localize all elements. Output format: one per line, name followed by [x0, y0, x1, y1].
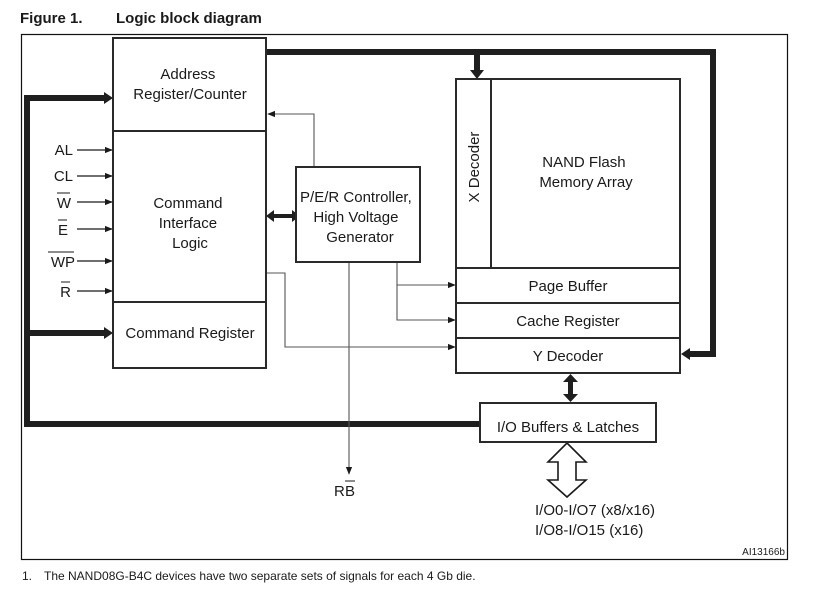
io-buffers-label: I/O Buffers & Latches: [497, 419, 639, 436]
cil-per-bidirectional-arrow: [266, 210, 300, 222]
io-buffers-block: [479, 402, 657, 443]
input-signal-arrows: [77, 146, 113, 295]
wire-per-to-cache-register: [396, 285, 456, 324]
io-lines-high: I/O8-I/O15 (x16): [535, 522, 643, 539]
input-signal-labels: AL CL W E WP R: [48, 142, 75, 301]
footnote: 1. The NAND08G-B4C devices have two separ…: [22, 569, 476, 583]
command-interface-label: Command Interface Logic: [153, 195, 226, 252]
signal-w: W: [57, 195, 72, 212]
io-pins-hollow-arrow: [545, 441, 589, 499]
command-register-block: [112, 301, 267, 369]
figure-caption: Figure 1. Logic block diagram: [20, 10, 262, 61]
y-decoder-block: [455, 337, 681, 374]
address-bus: [24, 49, 716, 427]
per-controller-block: [295, 166, 421, 263]
top-bus: [266, 49, 716, 357]
nand-array-block: [490, 78, 681, 269]
ydecoder-io-bidirectional-arrow: [563, 374, 578, 402]
page-buffer-block: [455, 267, 681, 304]
y-decoder-label: Y Decoder: [533, 348, 604, 365]
footnote-number: 1.: [22, 569, 33, 583]
signal-wp: WP: [51, 254, 75, 271]
arrow-to-command-register: [104, 327, 113, 339]
wire-per-to-address-register: [267, 110, 315, 167]
cache-register-block: [455, 302, 681, 339]
wire-per-to-page-buffer: [396, 262, 456, 289]
page-buffer-label: Page Buffer: [529, 278, 608, 295]
ready-busy-output: R B: [334, 480, 355, 500]
per-controller-label: P/E/R Controller, High Voltage Generator: [300, 189, 416, 246]
figure-number: Figure 1.: [20, 10, 83, 27]
address-register-label: Address Register/Counter: [133, 66, 246, 103]
address-register-block: [112, 37, 267, 132]
figure-frame: [20, 33, 789, 561]
io-to-left-bus: [24, 95, 480, 427]
footnote-text: The NAND08G-B4C devices have two separat…: [44, 569, 476, 583]
signal-r: R: [60, 284, 71, 301]
signal-e: E: [58, 222, 68, 239]
nand-array-label: NAND Flash Memory Array: [539, 154, 633, 191]
wire-cil-to-ydecoder: [267, 272, 456, 351]
command-register-label: Command Register: [125, 325, 254, 342]
signal-al: AL: [55, 142, 73, 159]
signal-cl: CL: [54, 168, 73, 185]
rb-label-b: B: [345, 483, 355, 500]
cache-register-label: Cache Register: [516, 313, 619, 330]
figure-reference-id: AI13166b: [742, 547, 785, 558]
figure-title: Logic block diagram: [116, 10, 262, 27]
arrow-to-ydecoder: [681, 348, 690, 360]
rb-label-r: R: [334, 483, 345, 500]
io-lines-low: I/O0-I/O7 (x8/x16): [535, 502, 655, 519]
arrow-to-xdecoder: [470, 70, 484, 79]
x-decoder-label: X Decoder: [466, 132, 483, 203]
arrow-to-address-register: [104, 92, 113, 104]
